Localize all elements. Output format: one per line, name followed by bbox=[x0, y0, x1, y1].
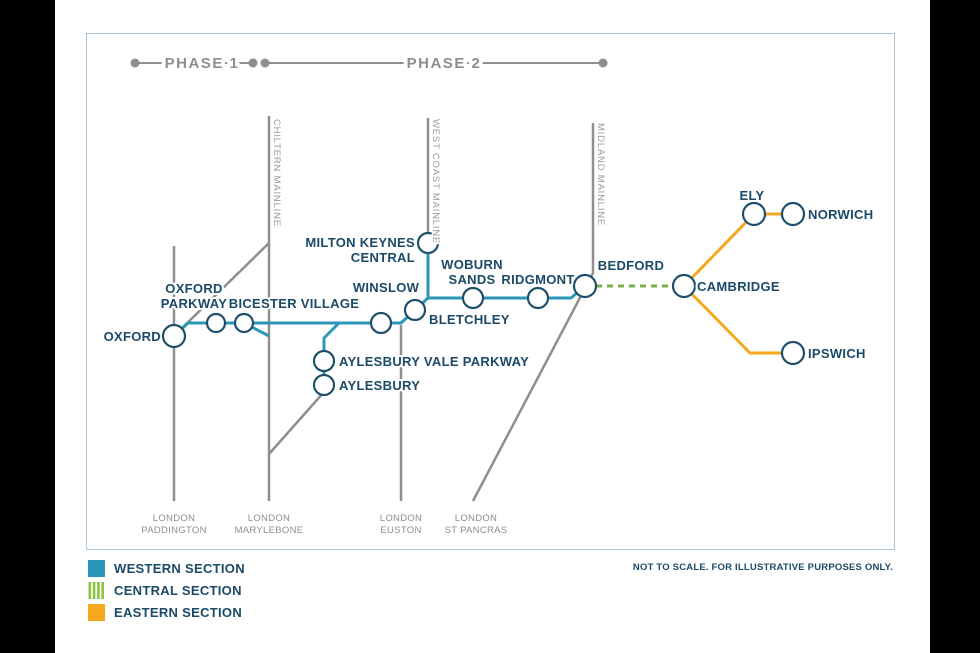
label-st-pancras-2: ST PANCRAS bbox=[445, 525, 508, 536]
label-woburn-sands-1: WOBURN bbox=[441, 257, 503, 272]
western-swatch-rect bbox=[88, 560, 105, 577]
line-eastern-norwich bbox=[682, 212, 793, 288]
label-midland-mainline: MIDLAND MAINLINE bbox=[595, 123, 606, 226]
infrastructure-lines bbox=[172, 116, 595, 502]
legend: WESTERN SECTION CENTRAL SECTION EAS bbox=[88, 560, 245, 626]
label-woburn-sands-2: SANDS bbox=[448, 272, 495, 287]
content-area: PHASE 1 PHASE 2 bbox=[55, 0, 930, 653]
mainline-labels: CHILTERN MAINLINE WEST COAST MAINLINE MI… bbox=[270, 118, 608, 246]
eastern-swatch-rect bbox=[88, 604, 105, 621]
line-eastern-ipswich bbox=[682, 284, 793, 355]
legend-label-western: WESTERN SECTION bbox=[114, 561, 245, 576]
station-ely bbox=[741, 201, 767, 227]
station-bedford bbox=[572, 273, 598, 299]
phase2-label: PHASE 2 bbox=[407, 55, 482, 72]
phase1-start-dot bbox=[130, 58, 140, 68]
phase-labels: PHASE 1 PHASE 2 bbox=[161, 51, 484, 76]
station-norwich bbox=[780, 201, 806, 227]
station-cambridge bbox=[671, 273, 697, 299]
station-markers bbox=[161, 201, 806, 397]
station-aylesbury-vale-parkway bbox=[312, 349, 336, 373]
label-bletchley: BLETCHLEY bbox=[429, 312, 510, 327]
station-bicester-village bbox=[233, 312, 255, 334]
terminal-labels: LONDON PADDINGTON LONDON MARYLEBONE LOND… bbox=[141, 513, 507, 536]
legend-label-central: CENTRAL SECTION bbox=[114, 583, 242, 598]
label-marylebone-1: LONDON bbox=[248, 513, 290, 524]
station-milton-keynes-central bbox=[416, 231, 440, 255]
label-euston-1: LONDON bbox=[380, 513, 422, 524]
station-aylesbury bbox=[312, 373, 336, 397]
label-ely: ELY bbox=[740, 188, 765, 203]
line-midland-mainline bbox=[471, 123, 595, 502]
legend-item-western: WESTERN SECTION bbox=[88, 560, 245, 577]
station-bletchley bbox=[403, 298, 427, 322]
label-oxford: OXFORD bbox=[104, 329, 161, 344]
western-section-swatch bbox=[88, 560, 105, 577]
label-aylesbury: AYLESBURY bbox=[339, 378, 420, 393]
station-ipswich bbox=[780, 340, 806, 366]
legend-item-eastern: EASTERN SECTION bbox=[88, 604, 245, 621]
label-chiltern-mainline: CHILTERN MAINLINE bbox=[271, 119, 282, 227]
label-milton-keynes-central-2: CENTRAL bbox=[351, 250, 415, 265]
station-oxford-parkway bbox=[205, 312, 227, 334]
label-cambridge: CAMBRIDGE bbox=[697, 279, 780, 294]
line-oxford-chiltern-link bbox=[177, 242, 270, 333]
label-paddington-2: PADDINGTON bbox=[141, 525, 206, 536]
eastern-section-swatch bbox=[88, 604, 105, 621]
disclaimer-text: NOT TO SCALE. FOR ILLUSTRATIVE PURPOSES … bbox=[632, 562, 893, 573]
label-euston-2: EUSTON bbox=[380, 525, 421, 536]
label-ipswich: IPSWICH bbox=[808, 346, 866, 361]
central-section-swatch bbox=[88, 582, 104, 599]
label-milton-keynes-central-1: MILTON KEYNES bbox=[305, 235, 415, 250]
station-ridgmont bbox=[526, 286, 550, 310]
station-woburn-sands bbox=[461, 286, 485, 310]
station-labels: OXFORD OXFORD PARKWAY BICESTER VILLAGE A… bbox=[102, 186, 876, 395]
label-norwich: NORWICH bbox=[808, 207, 873, 222]
label-oxford-parkway-1: OXFORD bbox=[165, 281, 222, 296]
label-aylesbury-vale-parkway: AYLESBURY VALE PARKWAY bbox=[339, 354, 529, 369]
legend-item-central: CENTRAL SECTION bbox=[88, 582, 245, 599]
label-marylebone-2: MARYLEBONE bbox=[235, 525, 304, 536]
route-map-svg: PHASE 1 PHASE 2 bbox=[102, 51, 876, 536]
line-aylesbury-marylebone-link bbox=[268, 391, 325, 455]
central-swatch-stripes bbox=[88, 582, 104, 599]
label-west-coast-mainline: WEST COAST MAINLINE bbox=[430, 119, 441, 244]
label-ridgmont: RIDGMONT bbox=[501, 272, 574, 287]
route-map: PHASE 1 PHASE 2 bbox=[86, 33, 895, 550]
phase2-end-dot bbox=[598, 58, 608, 68]
label-oxford-parkway-2: PARKWAY bbox=[161, 296, 227, 311]
station-oxford bbox=[161, 323, 187, 349]
phase1-end-dot bbox=[248, 58, 258, 68]
label-paddington-1: LONDON bbox=[153, 513, 195, 524]
label-bicester-village: BICESTER VILLAGE bbox=[229, 296, 360, 311]
label-st-pancras-1: LONDON bbox=[455, 513, 497, 524]
phase-dots bbox=[130, 58, 608, 68]
phase2-start-dot bbox=[260, 58, 270, 68]
station-winslow bbox=[369, 311, 393, 335]
legend-label-eastern: EASTERN SECTION bbox=[114, 605, 243, 620]
phase1-label: PHASE 1 bbox=[165, 55, 240, 72]
label-bedford: BEDFORD bbox=[598, 258, 664, 273]
label-winslow: WINSLOW bbox=[353, 280, 420, 295]
